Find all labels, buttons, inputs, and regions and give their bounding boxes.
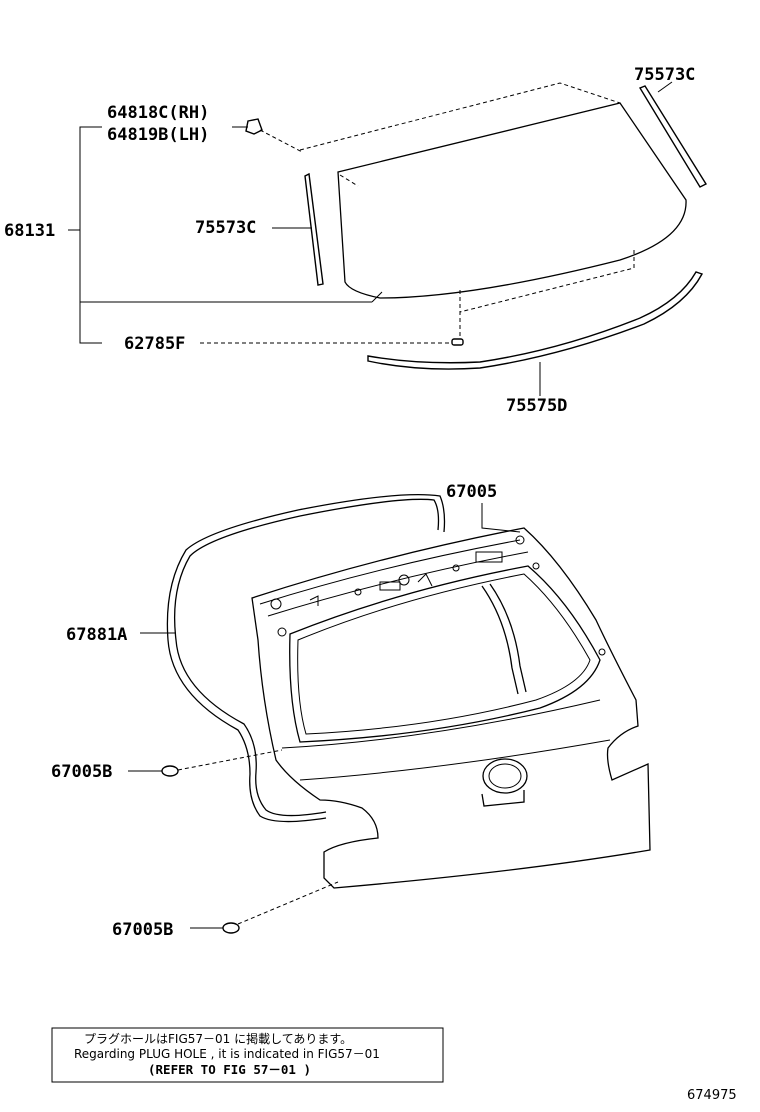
label-64818c: 64818C(RH) [107,103,209,123]
note-line-reference: (REFER TO FIG 57－01 ) [148,1062,311,1077]
note-line-japanese: プラグホールはFIG57－01 に掲載してあります。 [84,1031,352,1046]
hole-plug-upper [161,749,283,777]
side-moulding-right [638,85,708,188]
label-67005b-upper: 67005B [51,762,112,782]
label-75573c-left: 75573C [195,218,256,238]
side-moulding-left [304,172,324,286]
back-door-panel [251,527,651,889]
label-75575d: 75575D [506,396,567,416]
upper-leader-lines [68,81,673,396]
label-64819b: 64819B(LH) [107,125,209,145]
label-75573c-top: 75573C [634,65,695,85]
back-window-glass [299,82,687,340]
lower-leader-lines [128,503,521,929]
label-67005b-lower: 67005B [112,920,173,940]
stopper-part [451,338,464,346]
weatherstrip [166,493,446,823]
reference-note-box: プラグホールはFIG57－01 に掲載してあります。 Regarding PLU… [51,1027,444,1083]
label-67005: 67005 [446,482,497,502]
spacer-clip [245,118,303,153]
label-67881a: 67881A [66,625,127,645]
label-68131: 68131 [4,221,55,241]
lower-moulding [367,271,704,370]
hole-plug-lower [222,881,339,934]
figure-number: 674975 [687,1088,737,1103]
label-62785f: 62785F [124,334,185,354]
note-line-english: Regarding PLUG HOLE , it is indicated in… [74,1047,380,1061]
